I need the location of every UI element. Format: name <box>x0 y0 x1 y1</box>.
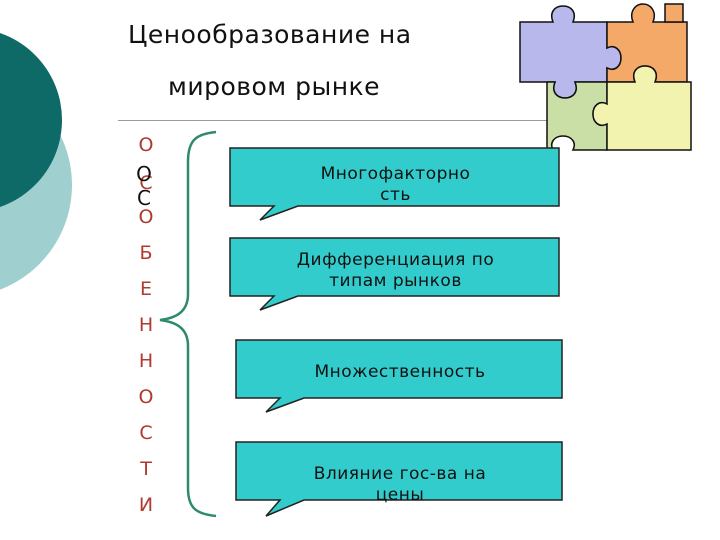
page-title-line2: мировом рынке <box>168 72 381 101</box>
callout-text-line2: цены <box>375 485 425 505</box>
puzzle-pieces-icon <box>519 3 692 151</box>
callout-text-line1: Дифференциация по <box>296 250 495 270</box>
vertical-letter: С <box>139 172 153 194</box>
vertical-letter: С <box>139 422 153 444</box>
callout-text-line1: Влияние гос-ва на <box>313 464 487 484</box>
callout-text-line2: сть <box>380 185 411 205</box>
callout-text-line1: Множественность <box>314 362 486 382</box>
vertical-letter: Н <box>138 314 154 336</box>
callout-multiplicity: Множественность <box>234 338 566 414</box>
callout-multifactor: Многофакторно сть <box>228 146 563 222</box>
callout-text-line2: типам рынков <box>329 271 462 291</box>
left-curly-brace <box>159 130 217 518</box>
vertical-letter: О <box>138 134 154 156</box>
overlap-letter: О <box>136 162 152 186</box>
vertical-letter: И <box>138 494 154 516</box>
vertical-letter: Б <box>139 242 153 264</box>
vertical-letter: Н <box>138 350 154 372</box>
callout-differentiation: Дифференциация по типам рынков <box>228 236 563 312</box>
vertical-letter: О <box>138 206 154 228</box>
decorative-circles <box>0 33 72 290</box>
callout-state-influence: Влияние гос-ва на цены <box>234 440 566 518</box>
vertical-letter: Т <box>140 458 152 480</box>
title-divider <box>118 120 548 121</box>
overlap-letter: С <box>137 186 151 210</box>
vertical-letter: Е <box>139 278 152 300</box>
vertical-letter: О <box>138 386 154 408</box>
page-title-line1: Ценообразование на <box>128 20 412 49</box>
callout-text-line1: Многофакторно <box>320 164 471 184</box>
